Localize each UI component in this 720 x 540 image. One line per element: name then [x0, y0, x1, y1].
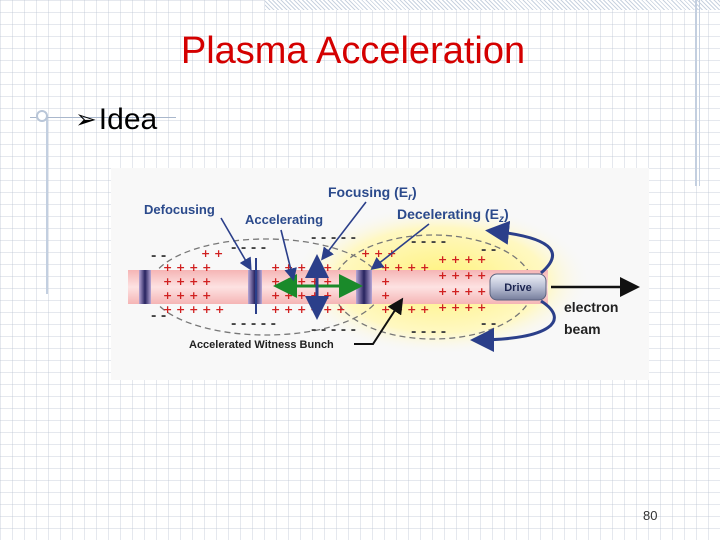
right-rule-line — [695, 0, 697, 186]
svg-text:- - - -: - - - - — [411, 235, 446, 250]
svg-text:+: + — [381, 289, 390, 302]
ring-ornament-icon — [36, 110, 48, 122]
bullet-item: ➢ Idea — [75, 100, 157, 140]
svg-text:- - - -: - - - - — [411, 325, 446, 340]
drive-label: Drive — [504, 282, 532, 294]
witness-bunch-label: Accelerated Witness Bunch — [189, 339, 334, 351]
svg-text:- -: - - — [151, 249, 166, 264]
accelerating-label: Accelerating — [245, 212, 323, 227]
svg-text:+ + + +: + + + + — [163, 289, 211, 302]
svg-text:+ + + +: + + + + — [163, 261, 211, 274]
plasma-wake-diagram: + + + + + + + + + + + + + + + + + + + + … — [111, 168, 649, 380]
svg-text:+ + + + +: + + + + + — [271, 289, 332, 302]
svg-text:- - - - -: - - - - - — [311, 231, 356, 246]
focusing-label-text: Focusing (E — [328, 184, 408, 200]
svg-text:- -: - - — [151, 309, 166, 324]
decelerating-label: Decelerating (Ez) — [397, 206, 509, 225]
svg-text:+ +: + + — [201, 247, 223, 260]
focusing-label-sub: r — [408, 192, 413, 203]
decelerating-label-text: Decelerating (E — [397, 206, 499, 222]
bullet-text: Idea — [98, 103, 158, 136]
page-number: 80 — [643, 508, 658, 523]
svg-text:+ + + + + +: + + + + + + — [271, 303, 345, 316]
electron-slice-1 — [139, 270, 151, 304]
electron-label: electron — [564, 299, 618, 315]
defocusing-label: Defocusing — [144, 202, 215, 217]
focusing-label-close: ) — [412, 184, 417, 200]
svg-text:- - - -: - - - - — [231, 241, 266, 256]
svg-text:+: + — [381, 275, 390, 288]
corner-hatch-decoration — [265, 0, 720, 10]
electron-slice-3 — [356, 270, 372, 304]
decelerating-label-sub: z — [498, 214, 504, 225]
decelerating-label-close: ) — [504, 206, 509, 222]
svg-text:+ + + + +: + + + + + — [271, 261, 332, 274]
beam-label: beam — [564, 321, 601, 337]
plasma-wake-svg: + + + + + + + + + + + + + + + + + + + + … — [128, 184, 640, 355]
svg-text:- -: - - — [481, 243, 496, 258]
right-rule-line-2 — [699, 0, 700, 186]
svg-text:+ + + +: + + + + — [438, 301, 486, 314]
svg-text:- -: - - — [481, 317, 496, 332]
svg-text:- - - - -: - - - - - — [231, 317, 276, 332]
svg-text:- - - - -: - - - - - — [311, 323, 356, 338]
electron-trajectory-bottom — [470, 299, 556, 352]
focusing-label: Focusing (Er) — [328, 184, 417, 203]
electron-minus-signs: - - - - - - - - - - - - - - - - - - - - … — [151, 231, 496, 340]
svg-text:+ + + +: + + + + — [381, 261, 429, 274]
bullet-underline — [30, 117, 176, 118]
drive-bunch — [489, 273, 547, 301]
svg-text:+ + + +: + + + + — [438, 269, 486, 282]
svg-text:+ + + +: + + + + — [438, 253, 486, 266]
svg-text:+ + + +: + + + + — [438, 285, 486, 298]
electron-trajectory-top — [485, 220, 554, 275]
label-pointers — [220, 201, 430, 282]
slide-title: Plasma Acceleration — [180, 30, 526, 72]
left-rule-line — [46, 118, 48, 294]
arrow-bullet-icon: ➢ — [75, 105, 97, 135]
witness-pointer-arrow — [354, 297, 404, 345]
svg-text:+ + + +: + + + + — [163, 275, 211, 288]
svg-text:+ + + + +: + + + + + — [163, 303, 224, 316]
svg-text:+ + + +: + + + + — [381, 303, 429, 316]
